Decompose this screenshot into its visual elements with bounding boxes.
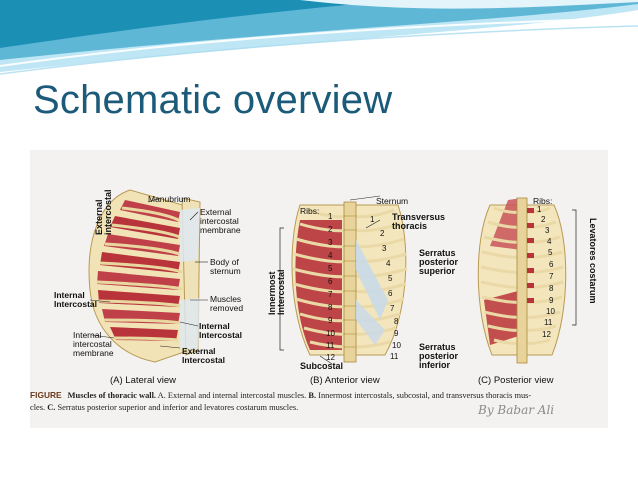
rib-number: 5 bbox=[388, 274, 393, 283]
label-manubrium: Manubrium bbox=[148, 194, 191, 204]
caption-title: Muscles of thoracic wall. bbox=[67, 391, 157, 400]
caption-b-label: B. bbox=[308, 391, 317, 400]
ribs-lateral bbox=[96, 206, 183, 342]
rib-number: 6 bbox=[328, 277, 333, 286]
label-innermost-intercostal: Innermost Intercostal bbox=[267, 269, 286, 315]
caption-line2: cles. bbox=[30, 403, 48, 412]
caption-text-a: A. External and internal intercostal mus… bbox=[156, 391, 309, 400]
label-external-intercostal-membrane: External intercostal membrane bbox=[200, 207, 241, 235]
rib-number: 6 bbox=[388, 289, 393, 298]
rib-number: 1 bbox=[370, 215, 375, 224]
caption-figure-word: FIGURE bbox=[30, 390, 62, 400]
rib-number: 4 bbox=[386, 259, 391, 268]
lateral-view-illustration bbox=[88, 189, 208, 363]
rib-number: 3 bbox=[545, 226, 550, 235]
rib-number: 11 bbox=[390, 352, 399, 361]
rib-number: 9 bbox=[549, 296, 554, 305]
label-external-intercostal-bottom: External Intercostal bbox=[182, 346, 225, 365]
anterior-view-illustration bbox=[279, 195, 408, 365]
rib-number: 11 bbox=[544, 318, 553, 327]
label-ribs-anterior: Ribs: bbox=[300, 206, 320, 216]
spine-posterior-shape bbox=[516, 197, 528, 364]
caption-text-c: Serratus posterior superior and inferior… bbox=[55, 403, 299, 412]
caption-text-b: Innermost intercostals, subcostal, and t… bbox=[316, 391, 532, 400]
label-serratus-posterior-inferior: Serratus posterior inferior bbox=[419, 342, 459, 370]
rib-number: 8 bbox=[549, 284, 554, 293]
label-subcostal: Subcostal bbox=[300, 361, 344, 371]
view-label-posterior: (C) Posterior view bbox=[478, 375, 554, 386]
spine-shape bbox=[343, 201, 357, 363]
header-swoosh bbox=[0, 0, 638, 75]
rib-number: 9 bbox=[394, 329, 399, 338]
anatomy-figure: External intercostal Manubrium External … bbox=[30, 150, 608, 428]
rib-number: 3 bbox=[382, 244, 387, 253]
rib-number: 5 bbox=[328, 264, 333, 273]
figure-caption: FIGURE Muscles of thoracic wall. A. Exter… bbox=[30, 389, 608, 414]
view-label-lateral: (A) Lateral view bbox=[110, 375, 176, 386]
label-sternum: Sternum bbox=[376, 196, 409, 206]
label-internal-intercostal-left: Internal Intercostal bbox=[54, 290, 97, 309]
label-external-intercostal-top: External intercostal bbox=[94, 189, 113, 235]
rib-number: 4 bbox=[547, 237, 552, 246]
rib-number: 10 bbox=[546, 307, 555, 316]
levatores-costarum-shape bbox=[527, 208, 534, 303]
rib-number: 6 bbox=[549, 260, 554, 269]
rib-number: 10 bbox=[392, 341, 401, 350]
rib-number: 9 bbox=[328, 316, 333, 325]
label-ribs-posterior: Ribs: bbox=[533, 196, 553, 206]
rib-number: 1 bbox=[537, 205, 542, 214]
label-serratus-posterior-superior: Serratus posterior superior bbox=[419, 248, 459, 276]
rib-number: 2 bbox=[541, 215, 546, 224]
label-muscles-removed: Muscles removed bbox=[210, 294, 244, 313]
rib-number: 2 bbox=[380, 229, 385, 238]
label-levatores-costarum: Levatores costarum bbox=[588, 218, 598, 304]
rib-number: 7 bbox=[390, 304, 395, 313]
label-internal-intercostal-right: Internal Intercostal bbox=[199, 321, 242, 340]
rib-number: 11 bbox=[326, 341, 335, 350]
author-signature: By Babar Ali bbox=[478, 403, 555, 417]
view-label-anterior: (B) Anterior view bbox=[310, 375, 380, 386]
rib-number: 3 bbox=[328, 238, 333, 247]
transversus-thoracis-shape bbox=[356, 240, 388, 320]
posterior-view-illustration bbox=[477, 197, 577, 364]
label-transversus-thoracis: Transversus thoracis bbox=[392, 212, 446, 231]
rib-number: 12 bbox=[542, 330, 551, 339]
rib-number: 7 bbox=[549, 272, 554, 281]
rib-number: 5 bbox=[548, 248, 553, 257]
caption-c-label: C. bbox=[47, 403, 56, 412]
rib-number: 2 bbox=[328, 225, 333, 234]
rib-number: 7 bbox=[328, 290, 333, 299]
rib-number: 10 bbox=[326, 329, 335, 338]
rib-number: 8 bbox=[328, 303, 333, 312]
label-internal-intercostal-membrane: Internal intercostal membrane bbox=[73, 330, 114, 358]
label-body-of-sternum: Body of sternum bbox=[210, 257, 241, 276]
slide-title: Schematic overview bbox=[33, 78, 393, 122]
rib-number: 12 bbox=[326, 353, 335, 362]
rib-number: 4 bbox=[328, 251, 333, 260]
rib-number: 8 bbox=[394, 317, 399, 326]
rib-number: 1 bbox=[328, 212, 333, 221]
